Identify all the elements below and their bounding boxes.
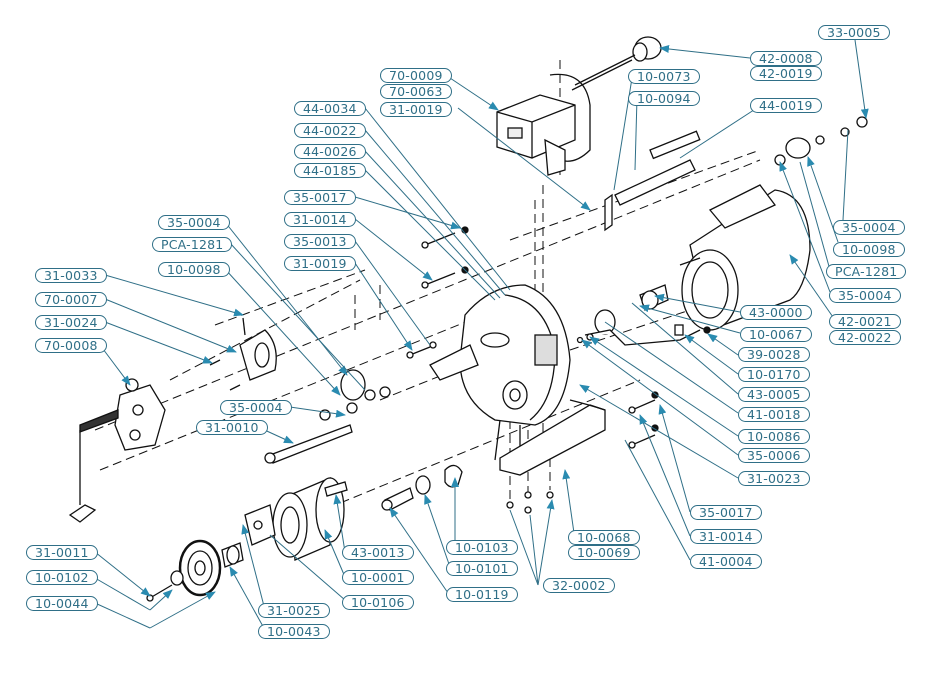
callout-10-0067[interactable]: 10-0067 [740, 327, 812, 342]
pulley-drawing [146, 539, 244, 602]
callout-10-0102[interactable]: 10-0102 [26, 570, 98, 585]
drum-drawing [272, 477, 348, 561]
callout-70-0063[interactable]: 70-0063 [380, 84, 452, 99]
callout-35-0017-b[interactable]: 35-0017 [690, 505, 762, 520]
callout-33-0005[interactable]: 33-0005 [818, 25, 890, 40]
callout-43-0000[interactable]: 43-0000 [740, 305, 812, 320]
callout-44-0026[interactable]: 44-0026 [294, 144, 366, 159]
callout-10-0044[interactable]: 10-0044 [26, 596, 98, 611]
callout-31-0014-b[interactable]: 31-0014 [690, 529, 762, 544]
callout-10-0103[interactable]: 10-0103 [446, 540, 518, 555]
callout-10-0119[interactable]: 10-0119 [446, 587, 518, 602]
washers-drawing [319, 369, 391, 421]
callout-10-0170[interactable]: 10-0170 [738, 367, 810, 382]
callout-42-0019[interactable]: 42-0019 [750, 66, 822, 81]
callout-35-0004-d[interactable]: 35-0004 [829, 288, 901, 303]
callout-pca-1281-b[interactable]: PCA-1281 [826, 264, 907, 279]
callout-10-0098-b[interactable]: 10-0098 [833, 242, 905, 257]
callout-31-0011[interactable]: 31-0011 [26, 545, 98, 560]
callout-44-0022[interactable]: 44-0022 [294, 123, 366, 138]
gearbox-housing-drawing [429, 284, 571, 470]
callout-31-0019-b[interactable]: 31-0019 [284, 256, 356, 271]
callout-pca-1281[interactable]: PCA-1281 [152, 237, 233, 252]
callout-10-0098[interactable]: 10-0098 [158, 262, 230, 277]
base-plate-drawing [499, 399, 606, 476]
callout-10-0101[interactable]: 10-0101 [446, 561, 518, 576]
callout-39-0028[interactable]: 39-0028 [738, 347, 810, 362]
callout-35-0013[interactable]: 35-0013 [284, 234, 356, 249]
callout-31-0010[interactable]: 31-0010 [196, 420, 268, 435]
callout-44-0034[interactable]: 44-0034 [294, 101, 366, 116]
motor-drawing [679, 116, 868, 331]
part-drawings [68, 36, 868, 602]
bracket-drawing [209, 317, 277, 391]
callout-31-0033[interactable]: 31-0033 [35, 268, 107, 283]
callout-35-0004[interactable]: 35-0004 [158, 215, 230, 230]
callout-10-0001[interactable]: 10-0001 [342, 570, 414, 585]
callout-35-0017[interactable]: 35-0017 [284, 190, 356, 205]
callout-31-0014[interactable]: 31-0014 [284, 212, 356, 227]
drum-bracket-drawing [244, 504, 276, 546]
callout-10-0043[interactable]: 10-0043 [258, 624, 330, 639]
callout-42-0022[interactable]: 42-0022 [829, 330, 901, 345]
callout-35-0004-c[interactable]: 35-0004 [833, 220, 905, 235]
callout-70-0008[interactable]: 70-0008 [35, 338, 107, 353]
callout-70-0009[interactable]: 70-0009 [380, 68, 452, 83]
leader-lines [94, 39, 869, 631]
callout-41-0018[interactable]: 41-0018 [738, 407, 810, 422]
callout-10-0106[interactable]: 10-0106 [342, 595, 414, 610]
callout-10-0086[interactable]: 10-0086 [738, 429, 810, 444]
rod-drawing [604, 130, 701, 232]
callout-10-0069[interactable]: 10-0069 [568, 545, 640, 560]
callout-31-0023[interactable]: 31-0023 [738, 471, 810, 486]
callout-42-0021[interactable]: 42-0021 [829, 314, 901, 329]
callout-10-0094[interactable]: 10-0094 [628, 91, 700, 106]
callout-44-0019[interactable]: 44-0019 [750, 98, 822, 113]
callout-42-0008[interactable]: 42-0008 [750, 51, 822, 66]
callout-31-0025[interactable]: 31-0025 [258, 603, 330, 618]
callout-31-0019[interactable]: 31-0019 [380, 102, 452, 117]
callout-43-0013[interactable]: 43-0013 [342, 545, 414, 560]
callout-43-0005[interactable]: 43-0005 [738, 387, 810, 402]
callout-70-0007[interactable]: 70-0007 [35, 292, 107, 307]
callout-10-0073[interactable]: 10-0073 [628, 69, 700, 84]
long-bolt-drawing [264, 424, 353, 464]
callout-44-0185[interactable]: 44-0185 [294, 163, 366, 178]
handle-drawing [68, 378, 166, 523]
callout-32-0002[interactable]: 32-0002 [543, 578, 615, 593]
callout-35-0006[interactable]: 35-0006 [738, 448, 810, 463]
callout-10-0068[interactable]: 10-0068 [568, 530, 640, 545]
fitting-drawings [381, 464, 463, 511]
control-box-drawing [496, 73, 591, 176]
callout-31-0024[interactable]: 31-0024 [35, 315, 107, 330]
callout-41-0004[interactable]: 41-0004 [690, 554, 762, 569]
callout-35-0004-b[interactable]: 35-0004 [220, 400, 292, 415]
